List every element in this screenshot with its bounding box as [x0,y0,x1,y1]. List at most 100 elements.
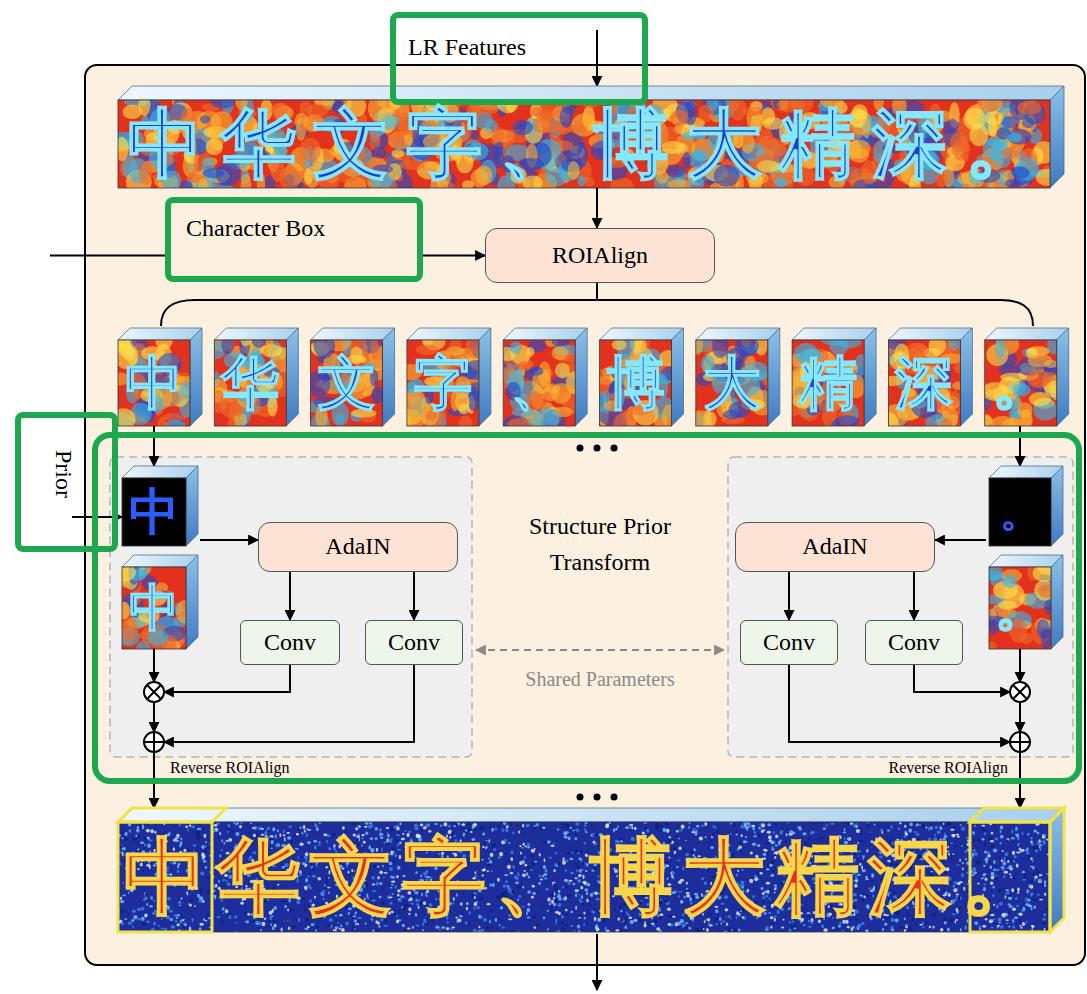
input-arrow [596,30,598,86]
heatmap-ground [311,340,383,426]
heatmap [122,567,186,649]
multiply-cross [1013,685,1027,699]
multiply-cross [147,685,161,699]
heatmap-blob [849,823,851,825]
arrow-line [789,665,1010,742]
character-patch-front [214,340,286,426]
heatmap-blob [288,927,290,930]
heatmap-ground [122,567,186,649]
ellipsis-dot [611,794,618,801]
character-patch-side [864,328,876,426]
arrow-line [164,665,414,742]
character-patch-side [672,328,684,426]
heatmap-blob [407,927,411,929]
heatmap-blob [507,418,531,426]
arrow-line [153,702,155,732]
character-patch-top [888,328,972,340]
heatmap-ground [118,340,190,426]
character-patch-top [122,555,198,567]
character-patch-side [575,328,587,426]
character-patch-top [989,555,1063,567]
heatmap-ground [407,340,479,426]
heatmap-blob [989,642,997,649]
heatmap-blob [659,824,662,827]
ellipsis-dot [577,794,584,801]
heatmap-ground [989,478,1051,546]
heatmap [122,478,186,546]
character-patch-top [985,328,1069,340]
heatmap-blob [240,340,251,346]
heatmap-ground [989,567,1051,649]
heatmap-blob [767,823,770,826]
heatmap-blob [189,926,191,930]
prior-map-top [989,466,1063,478]
feature-map-front [118,100,1050,188]
heatmap-blob [352,926,356,930]
arrow-line [153,649,155,682]
ellipsis-dot [594,445,601,452]
heatmap-ground [600,340,672,426]
heatmap-blob [831,420,840,426]
heatmap-blob [761,823,765,827]
heatmap [214,340,286,426]
heatmap-blob [821,340,847,345]
heatmap-blob [948,340,960,350]
prior-map-top [122,466,198,478]
character-patch-side [768,328,780,426]
character-patch-side [479,328,491,426]
heatmap-blob [128,823,132,827]
multiply-symbol [144,682,164,702]
arrow-line [200,539,258,541]
heatmap-blob [165,420,185,426]
heatmap-blob [552,340,570,346]
character-patch-side [960,328,972,426]
add-symbol [1010,732,1030,752]
heatmap-blob [251,340,266,348]
heatmap [503,340,575,426]
character-patch-top [792,328,876,340]
heatmap [888,340,960,426]
heatmap-ground [118,100,1050,188]
heatmap-blob [236,822,239,825]
heatmap-blob [947,928,950,932]
heatmap [696,340,768,426]
heatmap-ground [503,340,575,426]
ellipsis-dot [577,445,584,452]
heatmap [118,340,190,426]
heatmap-blob [612,340,627,350]
character-patch-front [407,340,479,426]
heatmap-ground [985,340,1057,426]
character-patch-top [503,328,587,340]
heatmap-blob [943,823,945,825]
add-cross [144,732,164,752]
character-patch-top [118,328,202,340]
heatmap-ground [792,340,864,426]
heatmap-blob [333,929,337,931]
heatmap-blob [121,839,123,842]
heatmap-ground [122,478,186,546]
heatmap [792,340,864,426]
character-patch-front [888,340,960,426]
heatmap-blob [1038,567,1051,575]
character-patch-side [383,328,395,426]
arrow-line [914,665,1010,692]
character-patch-front [118,340,190,426]
heatmap-blob [420,824,423,827]
heatmap [985,340,1057,426]
heatmap-blob [940,418,952,426]
heatmap-blob [122,602,130,619]
arrow-line [596,188,598,228]
ellipsis-dot [594,794,601,801]
heatmap [407,340,479,426]
character-patch-top [407,328,491,340]
heatmap-ground [696,340,768,426]
heatmap-blob [696,340,703,355]
character-patch-side [186,555,198,649]
heatmap-blob [979,928,981,931]
heatmap-blob [440,824,442,827]
character-patch-front [503,340,575,426]
heatmap-blob [656,823,659,826]
heatmap-blob [965,926,967,930]
arrow-line [1019,702,1021,732]
heatmap-ground [214,340,286,426]
